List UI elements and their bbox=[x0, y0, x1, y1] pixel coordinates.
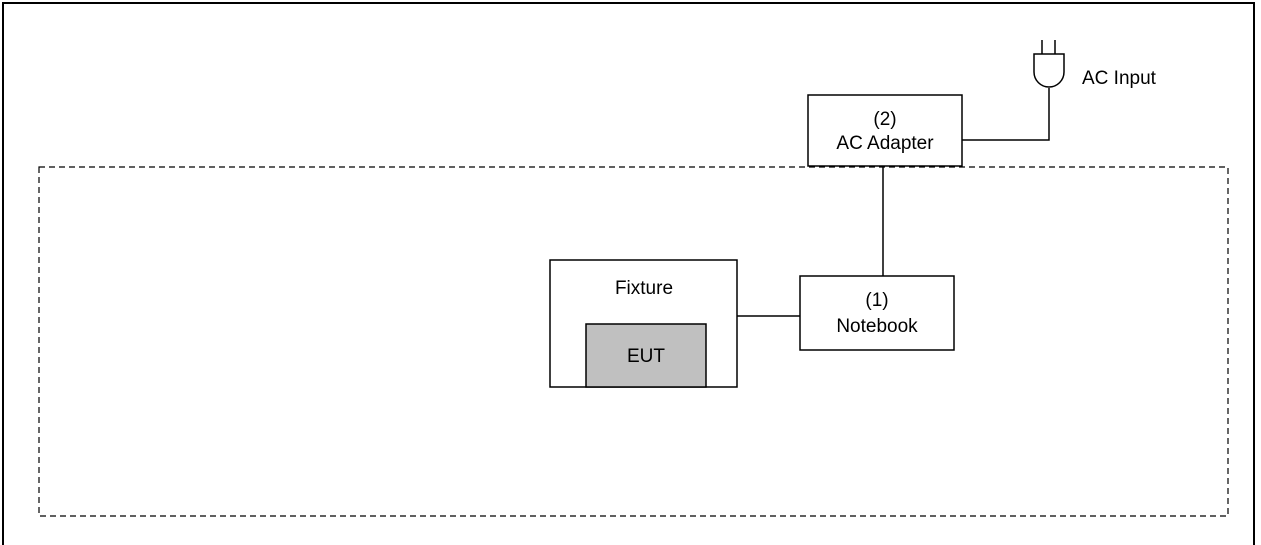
ac-adapter-box bbox=[807, 94, 963, 167]
ac-adapter-index: (2) bbox=[873, 109, 896, 130]
eut-label: EUT bbox=[627, 346, 665, 367]
notebook-index: (1) bbox=[865, 290, 888, 311]
ac-adapter-label: AC Adapter bbox=[836, 133, 934, 154]
ac-plug-icon bbox=[1033, 40, 1065, 88]
ac-input-cable bbox=[962, 88, 1050, 141]
ac-input-label: AC Input bbox=[1082, 68, 1157, 89]
test-area-boundary bbox=[38, 166, 1229, 517]
notebook-box bbox=[799, 275, 955, 351]
eut-box bbox=[585, 323, 707, 388]
notebook-label: Notebook bbox=[836, 316, 918, 337]
fixture-label: Fixture bbox=[615, 278, 673, 299]
